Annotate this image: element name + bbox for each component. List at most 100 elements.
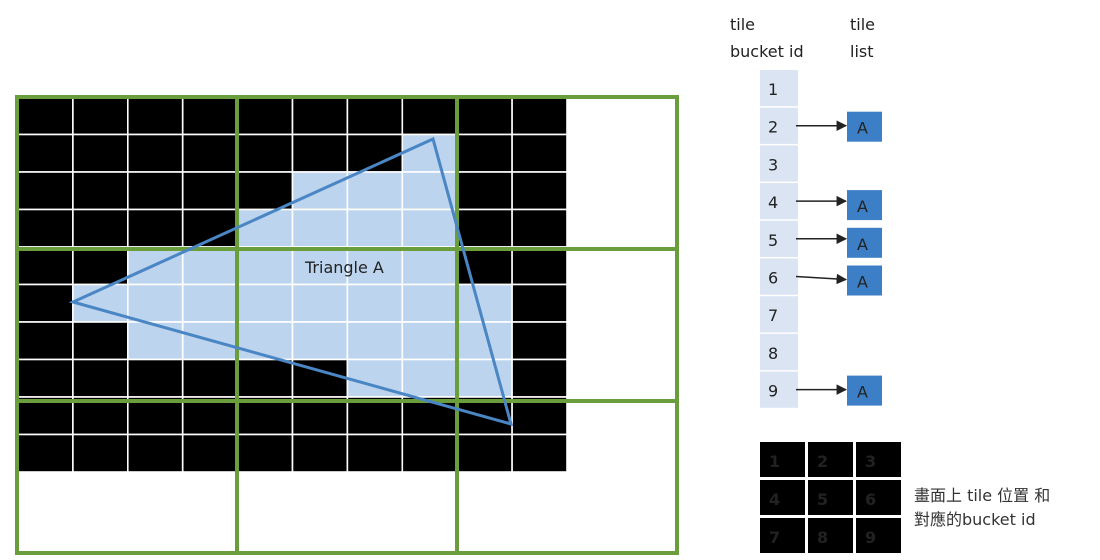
uncovered-pixel: [291, 133, 349, 173]
uncovered-pixel: [236, 133, 294, 173]
tile-list-entry-box: [847, 111, 882, 142]
uncovered-pixel: [127, 433, 184, 473]
bucket-id-3: 3: [768, 155, 778, 174]
covered-pixel: [346, 208, 404, 248]
uncovered-pixel: [291, 433, 349, 473]
uncovered-pixel: [181, 133, 239, 173]
uncovered-pixel: [511, 283, 568, 323]
uncovered-pixel: [17, 171, 74, 211]
uncovered-pixel: [17, 321, 74, 361]
bucket-cell-2: [760, 107, 798, 144]
legend-id-5: 5: [817, 490, 828, 509]
covered-pixel: [181, 283, 239, 323]
triangle-a: Triangle A: [68, 136, 514, 427]
tile-list-entry-4: A: [857, 197, 868, 216]
uncovered-pixel: [291, 96, 349, 136]
legend-id-9: 9: [865, 528, 876, 547]
covered-pixel: [401, 208, 458, 248]
uncovered-pixel: [17, 246, 74, 286]
bucket-id-header-line2: bucket id: [730, 42, 804, 61]
uncovered-pixel: [127, 171, 184, 211]
uncovered-pixel: [511, 358, 568, 398]
bucket-cell-3: [760, 145, 798, 182]
tile-list-header-line2: list: [850, 42, 874, 61]
legend-cell-3: [856, 442, 901, 477]
legend-id-4: 4: [769, 490, 780, 509]
bucket-id-7: 7: [768, 306, 778, 325]
bucket-id-header-line1: tile: [730, 15, 755, 34]
tile-list-entry-5: A: [857, 235, 868, 254]
uncovered-pixel: [127, 96, 184, 136]
legend-cell-6: [856, 480, 901, 515]
covered-pixel: [236, 246, 294, 286]
legend-caption: 畫面上 tile 位置 和 對應的bucket id: [914, 484, 1050, 532]
uncovered-pixel: [17, 433, 74, 473]
legend-id-7: 7: [769, 528, 780, 547]
uncovered-pixel: [511, 246, 568, 286]
bucket-id-9: 9: [768, 382, 778, 401]
uncovered-pixel: [236, 96, 294, 136]
uncovered-pixel: [456, 208, 513, 248]
covered-pixel: [291, 321, 349, 361]
legend-cell-2: [808, 442, 853, 477]
tile-list-header-line1: tile: [850, 15, 875, 34]
uncovered-pixel: [127, 208, 184, 248]
uncovered-pixel: [511, 433, 568, 473]
covered-pixel: [291, 283, 349, 323]
uncovered-pixel: [511, 321, 568, 361]
covered-pixel: [401, 321, 458, 361]
uncovered-pixel: [17, 133, 74, 173]
covered-pixel: [181, 246, 239, 286]
uncovered-pixel: [72, 396, 129, 436]
legend-cell-7: [760, 518, 805, 553]
uncovered-pixel: [127, 358, 184, 398]
legend-cell-1: [760, 442, 805, 477]
covered-pixel: [456, 358, 513, 398]
uncovered-pixel: [72, 96, 129, 136]
covered-pixel: [401, 246, 458, 286]
uncovered-pixel: [511, 396, 568, 436]
bucket-id-5: 5: [768, 231, 778, 250]
uncovered-pixel: [236, 358, 294, 398]
uncovered-pixel: [72, 358, 129, 398]
tile-list-entry-2: A: [857, 119, 868, 138]
uncovered-pixel: [236, 396, 294, 436]
uncovered-pixel: [17, 208, 74, 248]
tile-9: [455, 399, 679, 555]
covered-pixel: [236, 321, 294, 361]
uncovered-pixel: [181, 171, 239, 211]
legend-id-1: 1: [769, 452, 780, 471]
bucket-cell-5: [760, 220, 798, 257]
bucket-id-8: 8: [768, 344, 778, 363]
uncovered-pixel: [401, 396, 458, 436]
legend-id-6: 6: [865, 490, 876, 509]
tile-list-entry-box: [847, 227, 882, 258]
uncovered-pixel: [401, 96, 458, 136]
bucket-id-1: 1: [768, 80, 778, 99]
tile-list-entry-box: [847, 190, 882, 221]
bucket-id-6: 6: [768, 269, 778, 288]
uncovered-pixel: [236, 433, 294, 473]
uncovered-pixel: [346, 96, 404, 136]
uncovered-pixel: [72, 246, 129, 286]
uncovered-pixel: [127, 133, 184, 173]
uncovered-pixel: [72, 133, 129, 173]
tile-list-entry-9: A: [857, 383, 868, 402]
covered-pixel: [127, 321, 184, 361]
covered-pixel: [346, 321, 404, 361]
legend-cell-4: [760, 480, 805, 515]
uncovered-pixel: [72, 171, 129, 211]
uncovered-pixel: [456, 133, 513, 173]
triangle-a-label: Triangle A: [304, 258, 384, 277]
covered-pixel: [401, 171, 458, 211]
uncovered-pixel: [72, 208, 129, 248]
uncovered-pixel: [17, 358, 74, 398]
bucket-id-2: 2: [768, 118, 778, 137]
uncovered-pixel: [346, 433, 404, 473]
covered-pixel: [236, 283, 294, 323]
bucket-cell-4: [760, 183, 798, 220]
uncovered-pixel: [456, 433, 513, 473]
